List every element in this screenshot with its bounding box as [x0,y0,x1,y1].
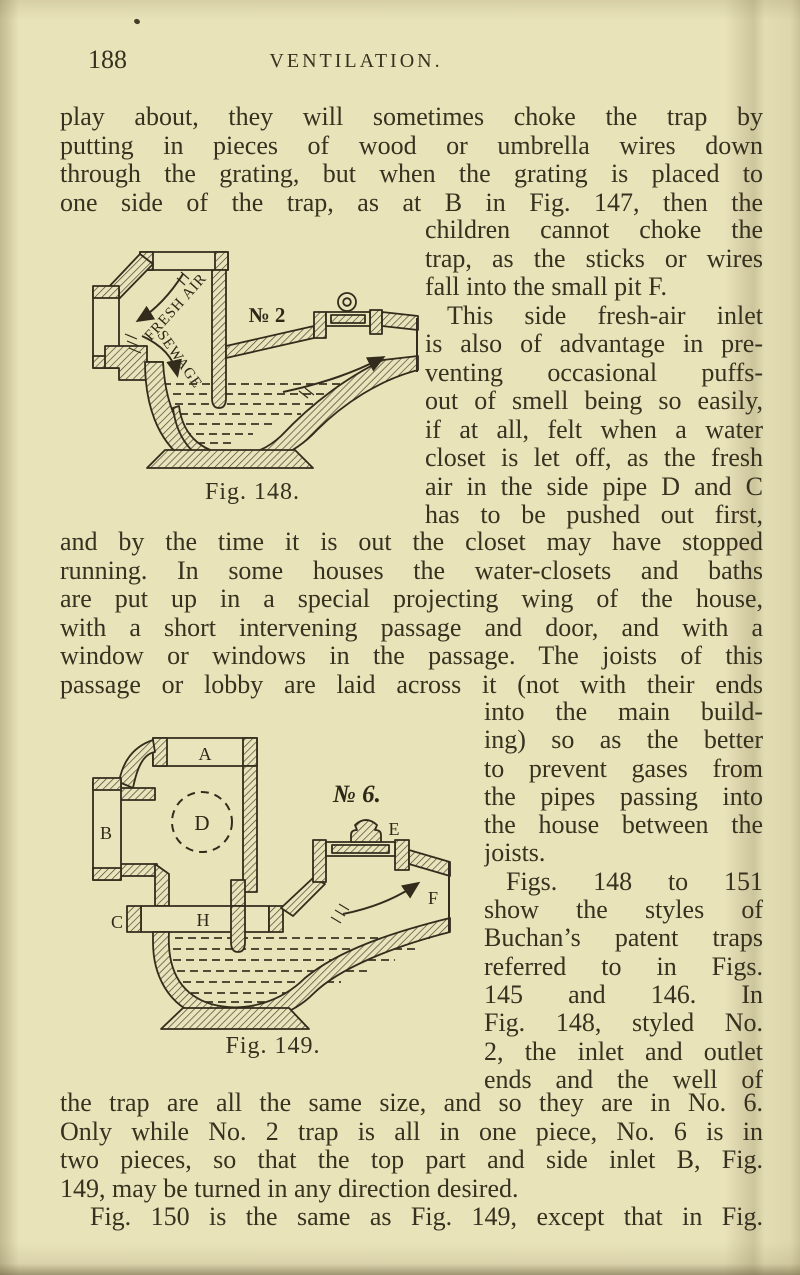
paper-speck [133,17,141,26]
text-line: 2, the inlet and outlet [484,1037,763,1066]
text-line: the pipes passing into [484,782,763,811]
fig149-label-f: F [428,888,438,908]
text-line: one side of the trap, as at B in Fig. 14… [60,188,763,217]
fig149-label-e: E [389,819,400,839]
text-line: Figs. 148 to 151 [506,867,763,896]
fig148-fresh-air-label: FRESH AIR [142,271,210,344]
fig149-label-h: H [197,910,210,930]
water-seal-dashes [160,383,353,444]
text-line: closet is let off, as the fresh [425,444,763,473]
fig149-number-label: № 6. [332,781,381,808]
text-line: the house between the [484,811,763,840]
paragraph-bottom: the trap are all the same size, and so t… [60,1089,763,1232]
text-line: window or windows in the passage. The jo… [60,642,763,671]
paragraph-top: play about, they will sometimes choke th… [60,103,763,217]
figure-148: FRESH AIR SEWAGE № 2 Fig. 148. [85,250,420,506]
text-line: show the styles of [484,896,763,925]
text-line: and by the time it is out the closet may… [60,528,763,556]
trap-body-no2 [92,251,419,469]
fig148-number-label: № 2 [249,303,286,327]
paragraph-middle: and by the time it is out the closet may… [60,528,763,699]
text-line: out of smell being so easily, [425,387,763,416]
text-line: joists. [484,839,546,868]
figure-148-illustration: FRESH AIR SEWAGE № 2 [92,251,419,469]
figure-148-caption: Fig. 148. [204,479,300,505]
text-line: Only while No. 2 trap is all in one piec… [60,1117,763,1146]
column-beside-fig149: into the main build- ing) so as the bett… [484,698,763,1094]
text-line: to prevent gases from [484,754,763,783]
text-line: into the main build- [484,698,763,726]
flow-arrow [330,881,421,924]
text-line: air in the side pipe D and C [425,472,763,501]
text-line: play about, they will sometimes choke th… [60,103,763,131]
text-line: 149, may be turned in any direction desi… [60,1174,519,1203]
figure-149: A B C D E F H № 6. Fig. 149. [85,736,461,1060]
fig149-label-b: B [100,823,112,843]
running-header: VENTILATION. [269,50,443,72]
cleanout-ring [337,292,357,312]
text-line: Fig. 148, styled No. [484,1009,763,1038]
fig149-label-a: A [199,744,212,764]
text-line: passage or lobby are laid across it (not… [60,670,763,699]
text-line: is also of advantage in pre- [425,330,763,359]
flow-arrows [124,271,386,399]
text-line: are put up in a special projecting wing … [60,585,763,614]
page-number: 188 [88,45,127,74]
text-line: two pieces, so that the top part and sid… [60,1146,763,1175]
text-line: running. In some houses the water-closet… [60,556,763,585]
text-line: has to be pushed out first, [425,501,763,530]
column-beside-fig148: children cannot choke the trap, as the s… [425,216,763,530]
trap-body-no6 [92,737,451,1030]
text-line: 145 and 146. In [484,980,763,1009]
text-line: This side fresh-air inlet [447,301,763,330]
text-line: the trap are all the same size, and so t… [60,1089,763,1117]
text-line: ends and the well of [484,1065,763,1094]
dashed-circle-d [171,791,233,853]
text-line: ing) so as the better [484,726,763,755]
text-line: Fig. 150 is the same as Fig. 149, except… [90,1203,763,1232]
text-line: Buchan’s patent traps [484,924,763,953]
figure-149-caption: Fig. 149. [225,1033,321,1059]
text-line: through the grating, but when the gratin… [60,160,763,189]
text-line: with a short intervening passage and doo… [60,613,763,642]
fig149-label-d: D [194,811,209,835]
text-line: trap, as the sticks or wires [425,244,763,273]
text-line: venting occasional puffs- [425,358,763,387]
text-line: if at all, felt when a water [425,415,763,444]
text-line: putting in pieces of wood or umbrella wi… [60,131,763,160]
figure-149-illustration: A B C D E F H № 6. [92,737,451,1030]
text-line: children cannot choke the [425,216,763,244]
text-line: fall into the small pit F. [425,273,668,302]
fig149-label-c: C [111,912,123,932]
text-line: referred to in Figs. [484,952,763,981]
